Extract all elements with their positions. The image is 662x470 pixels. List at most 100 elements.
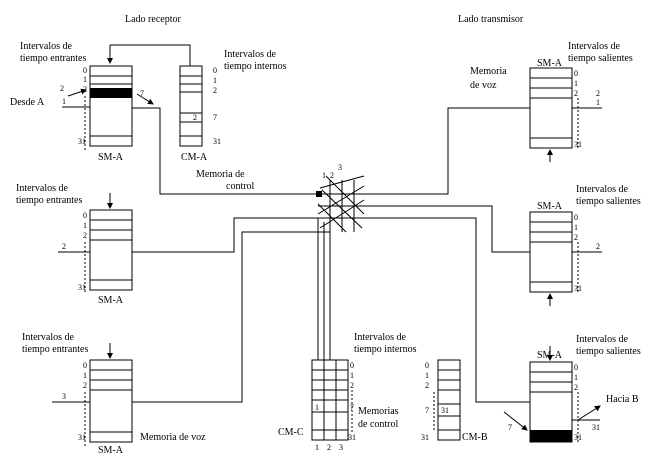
transmitter-side-heading: Lado transmisor (458, 14, 524, 25)
outgoing-label-top-line2: tiempo salientes (568, 53, 633, 64)
slot-num: 0 (350, 361, 354, 370)
slot-num: 31 (574, 284, 582, 293)
outgoing-label-bot-line1: Intervalos de (576, 334, 628, 345)
slot-num: 0 (425, 361, 429, 370)
incoming-label-bot-line1: Intervalos de (22, 332, 74, 343)
link-tx3 (360, 217, 530, 403)
sm-a-label-tx2: SM-A (537, 201, 563, 212)
slot-num: 7 (508, 423, 512, 432)
link-tx2 (360, 205, 530, 253)
slot-num: 1 (425, 371, 429, 380)
slot-num: 1 (213, 76, 217, 85)
slot-num: 1 (574, 373, 578, 382)
slot-num: 31 (78, 283, 86, 292)
cm-b-label: CM-B (462, 432, 488, 443)
internal-label-bot-line1: Intervalos de (354, 332, 406, 343)
transmitter-sm-a-bottom: Intervalos de tiempo salientes SM-A 0 1 … (503, 334, 641, 444)
space-switch-crossbar: 3 1 2 Memoria de control (196, 163, 365, 233)
sm-a-label-top: SM-A (98, 152, 124, 163)
slot-num: 0 (574, 69, 578, 78)
control-memory-line1: Memoria de (196, 169, 245, 180)
slot-num: 31 (574, 140, 582, 149)
voice-memory-line2: de voz (470, 80, 497, 91)
slot-num: 31 (78, 137, 86, 146)
slot-num: 2 (574, 383, 578, 392)
incoming-label-mid-line2: tiempo entrantes (16, 195, 82, 206)
cm-a-cell-value: 2 (193, 113, 197, 122)
slot-num: 0 (213, 66, 217, 75)
control-memories-line2: de control (358, 419, 398, 430)
slot-num: 2 (596, 89, 600, 98)
sm-a-label-mid: SM-A (98, 295, 124, 306)
slot-num: 1 (83, 75, 87, 84)
link-rx1 (132, 107, 318, 195)
from-a-label: Desde A (10, 97, 45, 108)
slot-num: 2 (596, 242, 600, 251)
slot-num: 2 (60, 84, 64, 93)
internal-label-top-line2: tiempo internos (224, 61, 287, 72)
column-num: 2 (327, 443, 331, 452)
cm-c-label: CM-C (278, 427, 304, 438)
slot-num: 2 (330, 171, 334, 180)
slot-num: 1 (83, 221, 87, 230)
slot-num: 3 (338, 163, 342, 172)
voice-memory-line1: Memoria (470, 66, 507, 77)
slot-num: 0 (574, 213, 578, 222)
link-tx1 (360, 107, 530, 195)
slot-num: 0 (83, 211, 87, 220)
slot-num: 31 (348, 433, 356, 442)
slot-num: 0 (574, 363, 578, 372)
slot-num: 2 (350, 381, 354, 390)
slot-num: 1 (350, 371, 354, 380)
slot-num: 1 (574, 79, 578, 88)
slot-num: 3 (62, 392, 66, 401)
slot-num: 2 (574, 89, 578, 98)
slot-num: 2 (83, 381, 87, 390)
cm-c-cell-value: 1 (315, 403, 319, 412)
voice-memory-bottom-label: Memoria de voz (140, 432, 206, 443)
active-slot-31-bottom (530, 430, 572, 442)
internal-label-top-line1: Intervalos de (224, 49, 276, 60)
transmitter-sm-a-middle: Intervalos de tiempo salientes SM-A 0 1 … (529, 184, 641, 306)
incoming-label-mid-line1: Intervalos de (16, 183, 68, 194)
to-b-label: Hacia B (606, 394, 639, 405)
incoming-label-bot-line2: tiempo entrantes (22, 344, 88, 355)
slot-num: 1 (322, 171, 326, 180)
control-memories-line1: Memorias (358, 406, 399, 417)
slot-num: 2 (574, 233, 578, 242)
receiver-side-heading: Lado receptor (125, 14, 181, 25)
transmitter-sm-a-top: SM-A Intervalos de tiempo salientes Memo… (470, 41, 633, 162)
receiver-sm-a-top: Intervalos de tiempo entrantes 0 1 2 31 … (10, 41, 154, 163)
outgoing-label-bot-line2: tiempo salientes (576, 346, 641, 357)
column-num: 3 (339, 443, 343, 452)
slot-num: 7 (213, 113, 217, 122)
slot-num: 0 (83, 66, 87, 75)
cm-c-block: 1 1 2 3 0 1 2 7 31 CM-C Intervalos de ti… (278, 332, 417, 452)
slot-num: 7 (140, 89, 144, 98)
slot-num: 31 (421, 433, 429, 442)
slot-num: 7 (425, 406, 429, 415)
slot-num: 2 (83, 85, 87, 94)
slot-num: 1 (596, 98, 600, 107)
slot-num: 2 (83, 231, 87, 240)
slot-num: 0 (83, 361, 87, 370)
internal-label-bot-line2: tiempo internos (354, 344, 417, 355)
cm-b-block: 31 0 1 2 7 31 CM-B (421, 359, 488, 443)
cm-a-label: CM-A (181, 152, 208, 163)
control-memory-line2: control (226, 181, 255, 192)
sm-a-label-tx1: SM-A (537, 58, 563, 69)
receiver-sm-a-bottom: Intervalos de tiempo entrantes 0 1 2 31 … (22, 332, 206, 456)
slot-num: 1 (83, 371, 87, 380)
incoming-label-top-line1: Intervalos de (20, 41, 72, 52)
incoming-label-top-line2: tiempo entrantes (20, 53, 86, 64)
cm-b-cell-value: 31 (441, 406, 449, 415)
outgoing-label-mid-line1: Intervalos de (576, 184, 628, 195)
slot-num: 2 (62, 242, 66, 251)
receiver-sm-a-middle: Intervalos de tiempo entrantes 0 1 2 31 … (16, 183, 133, 306)
slot-num: 2 (425, 381, 429, 390)
link-rx2 (132, 217, 318, 253)
crosspoint-active (316, 191, 322, 197)
slot-num: 1 (62, 97, 66, 106)
